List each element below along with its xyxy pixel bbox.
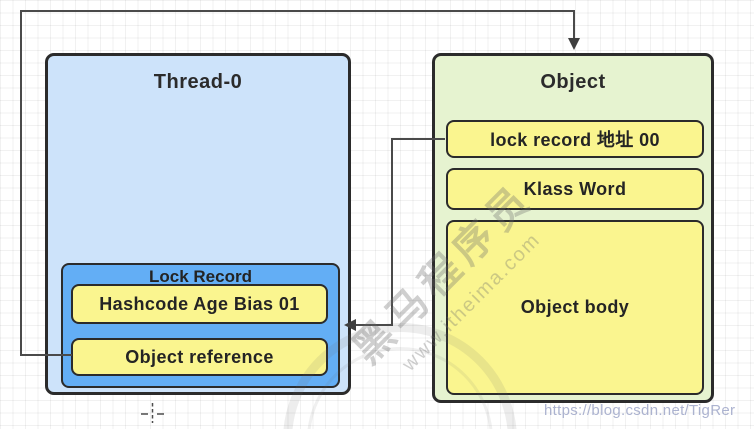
object-box-title: Object — [540, 71, 606, 93]
klass-word-cell[interactable]: Klass Word — [446, 168, 704, 210]
hashcode-age-bias-cell[interactable]: Hashcode Age Bias 01 — [71, 284, 328, 324]
lock-record-box[interactable]: Lock Record Hashcode Age Bias 01 Object … — [61, 263, 340, 388]
object-body-cell[interactable]: Object body — [446, 220, 704, 395]
object-box[interactable]: Object lock record 地址 00 Klass Word Obje… — [432, 53, 714, 403]
thread-box-title: Thread-0 — [153, 71, 243, 93]
lock-record-address-label: lock record 地址 00 — [490, 130, 660, 150]
klass-word-label: Klass Word — [523, 178, 627, 199]
position-crosshair-icon — [141, 403, 164, 423]
watermark-url-text: https://blog.csdn.net/TigRer — [544, 402, 736, 419]
object-reference-label: Object reference — [125, 346, 274, 367]
hashcode-age-bias-label: Hashcode Age Bias 01 — [99, 293, 300, 314]
edge-object-reference-to-object[interactable] — [20, 10, 580, 356]
object-reference-cell[interactable]: Object reference — [71, 338, 328, 376]
lock-record-title: Lock Record — [149, 267, 252, 286]
thread-box[interactable]: Thread-0 Lock Record Hashcode Age Bias 0… — [45, 53, 351, 395]
edge-mark-word-to-lock-record[interactable] — [344, 138, 445, 331]
object-body-label: Object body — [520, 297, 630, 317]
lock-record-address-cell[interactable]: lock record 地址 00 — [446, 120, 704, 158]
